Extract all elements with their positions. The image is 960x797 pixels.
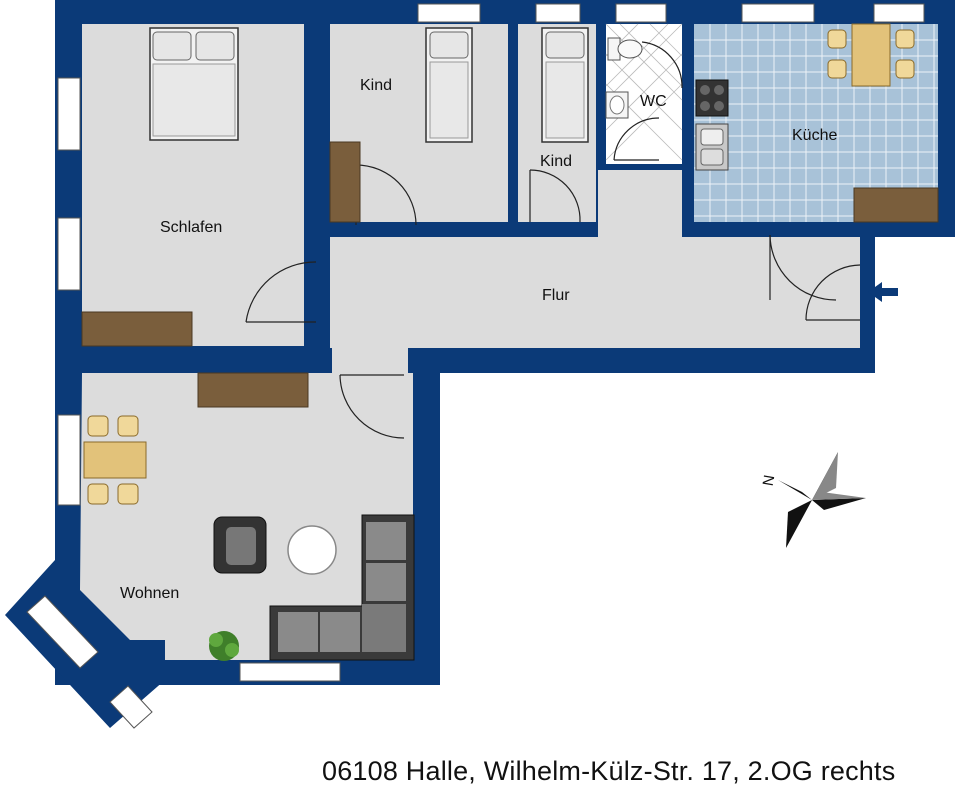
room-label-flur: Flur xyxy=(542,287,570,304)
room-label-kueche: Küche xyxy=(792,127,837,144)
furniture xyxy=(81,23,939,661)
room-label-kind-2: Kind xyxy=(540,153,572,170)
windows xyxy=(26,3,925,729)
stove-icon xyxy=(695,79,729,117)
room-flur xyxy=(330,170,860,438)
plant-icon xyxy=(209,631,239,661)
wardrobe xyxy=(81,311,193,347)
room-label-kind-1: Kind xyxy=(360,77,392,94)
kitchen-sink-icon xyxy=(695,123,729,171)
armchair-icon xyxy=(213,516,267,574)
room-label-schlafen: Schlafen xyxy=(160,219,222,236)
room-label-wc: WC xyxy=(640,93,667,110)
toilet-icon xyxy=(607,37,643,61)
double-bed-icon xyxy=(149,27,239,141)
wardrobe xyxy=(329,141,361,223)
address-caption: 06108 Halle, Wilhelm-Külz-Str. 17, 2.OG … xyxy=(322,756,896,786)
dining-table-icon xyxy=(827,23,915,87)
room-label-wohnen: Wohnen xyxy=(120,585,179,602)
single-bed-icon xyxy=(425,27,473,143)
compass-rose-icon: N xyxy=(760,452,866,548)
compass-north-label: N xyxy=(760,474,779,488)
dining-table-icon xyxy=(83,415,147,505)
corner-sofa-icon xyxy=(269,514,415,661)
sideboard xyxy=(197,372,309,408)
entrance-arrow-icon xyxy=(868,282,898,302)
kitchen-counter xyxy=(853,187,939,223)
coffee-table-icon xyxy=(287,525,337,575)
kitchen-tile-grid xyxy=(694,24,938,222)
washbasin-icon xyxy=(605,91,629,119)
single-bed-icon xyxy=(541,27,589,143)
